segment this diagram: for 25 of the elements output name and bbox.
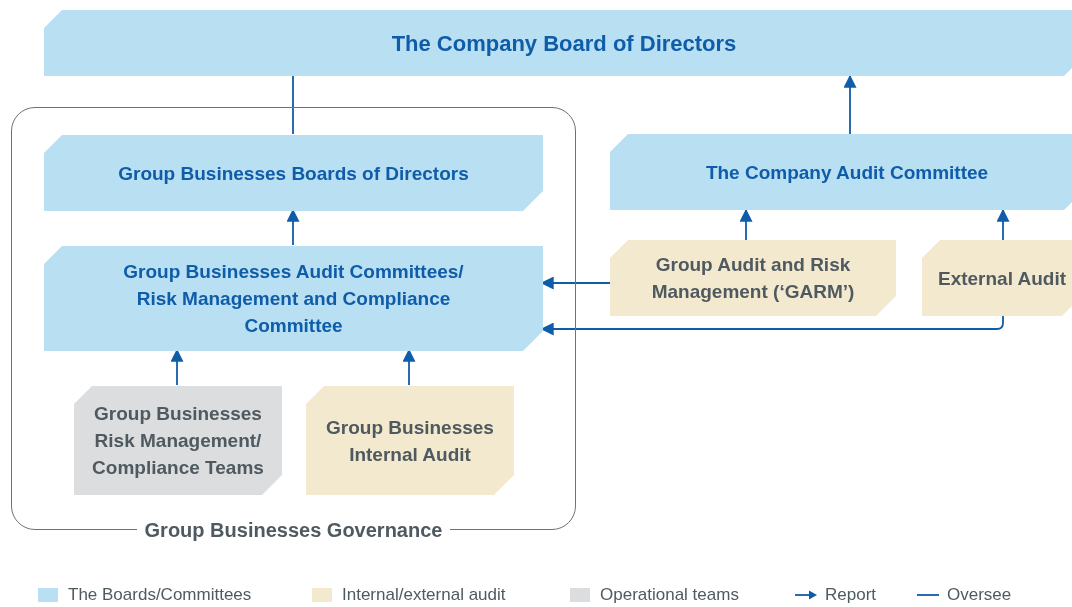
audit-box [922, 240, 1072, 316]
team-box [74, 386, 282, 495]
node-label: External Audit [936, 266, 1068, 291]
oversee-line [292, 75, 294, 135]
legend-label: Report [825, 585, 877, 605]
audit-box [610, 240, 896, 316]
legend-label: Internal/external audit [342, 585, 506, 605]
report-arrow [739, 208, 753, 241]
node-label: The Company Board of Directors [390, 29, 738, 57]
audit-box [306, 386, 514, 495]
node-label: Group Audit and Risk Management (‘GARM’) [650, 253, 856, 304]
legend-label: Oversee [947, 585, 1012, 605]
committee-box [610, 134, 1072, 210]
report-arrow [843, 74, 857, 135]
committee-box [44, 10, 1072, 76]
report-arrow [996, 208, 1010, 241]
node-label: Group Businesses Audit Committees/ Risk Management and Compliance Committee [122, 260, 465, 338]
node-label: The Company Audit Committee [704, 160, 990, 185]
committee-box [44, 135, 543, 211]
legend-label: The Boards/Committees [68, 585, 252, 605]
node-label: Group Businesses Risk Management/ Compliance Teams [91, 402, 265, 480]
committee-box [44, 246, 543, 351]
node-label: Group Businesses Boards of Directors [117, 161, 470, 186]
node-label: Group Businesses Internal Audit [325, 415, 495, 467]
legend-label: Operational teams [600, 585, 739, 605]
